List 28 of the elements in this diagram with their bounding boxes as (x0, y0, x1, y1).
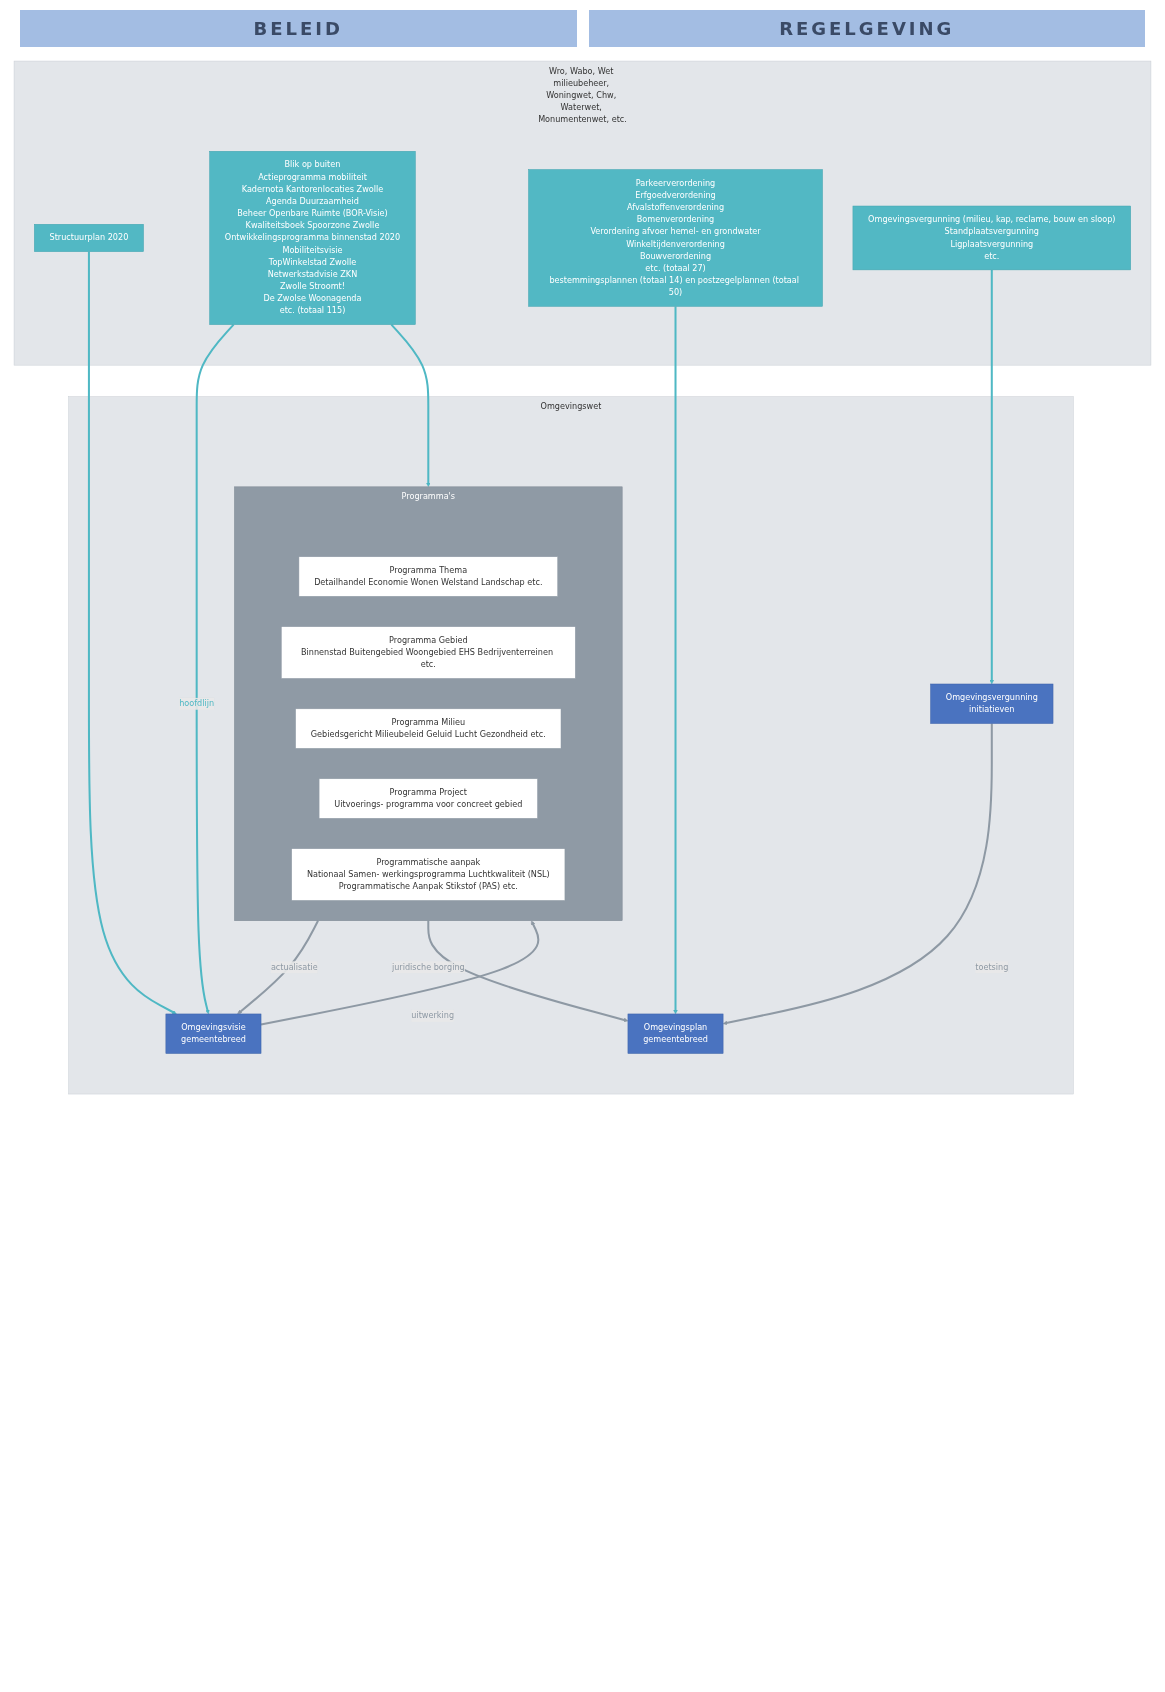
node-box: Parkeerverordening Erfgoedverordening Afvalstoffenverordening Bomenverordening Verordening afvoer hemel- en grondwater Winkeltijdenverordening Bouwverordening etc. (totaal 27) bestemmingsplannen (totaal 14) en postzegelplannen (totaal 50) (528, 169, 823, 307)
node-box: Programma Gebied Binnenstad Buitengebied Woongebied EHS Bedrijventerreinen etc. (281, 626, 576, 679)
edge-label: hoofdlijn (179, 698, 215, 709)
arrow (989, 269, 994, 685)
arrow (195, 323, 235, 1015)
node-box: Blik op buiten Actieprogramma mobiliteit Kadernota Kantorenlocaties Zwolle Agenda Duurzaamheid Beheer Openbare Ruimte (BOR-Visie) Kwaliteitsboek Spoorzone Zwolle Ontwikkelingsprogramma binnenstad 2020 Mobiliteitsvisie TopWinkelstad Zwolle Netwerkstadvisie ZKN Zwolle Stroomt! De Zwolse Woonagenda etc. (totaal 115) (209, 151, 416, 325)
node-box: Programmatische aanpak Nationaal Samen- werkingsprogramma Luchtkwaliteit (NSL) Programmatische Aanpak Stikstof (PAS) etc. (291, 848, 566, 901)
edge-label: juridische borging (391, 962, 465, 972)
node-box: Programma Milieu Gebiedsgericht Milieubeleid Geluid Lucht Gezondheid etc. (295, 708, 562, 749)
arrow (87, 251, 177, 1015)
arrow (260, 920, 540, 1026)
node-box: Omgevingsplan gemeentebreed (627, 1013, 724, 1054)
edge-label: actualisatie (270, 962, 318, 972)
arrow (237, 920, 319, 1015)
node-box: Omgevingsvergunning (milieu, kap, reclame, bouw en sloop) Standplaatsvergunning Ligplaatsvergunning etc. (852, 205, 1131, 271)
node-box: Omgevingsvisie gemeentebreed (165, 1013, 262, 1054)
node-box: Programma Project Uitvoerings- programma voor concreet gebied (318, 778, 538, 819)
arrow (427, 920, 629, 1023)
node-box: Omgevingsvergunning initiatieven (930, 683, 1054, 724)
edge-label: toetsing (975, 962, 1009, 972)
band-label: REGELGEVING (588, 10, 1145, 47)
arrow (673, 306, 678, 1015)
node-box: Programma Thema Detailhandel Economie Wonen Welstand Landschap etc. (298, 556, 558, 597)
arrow (722, 723, 993, 1026)
band-label: BELEID (20, 10, 577, 47)
node-box: Structuurplan 2020 (34, 224, 144, 252)
edge-label: uitwerking (411, 1010, 455, 1021)
arrow (390, 323, 431, 487)
